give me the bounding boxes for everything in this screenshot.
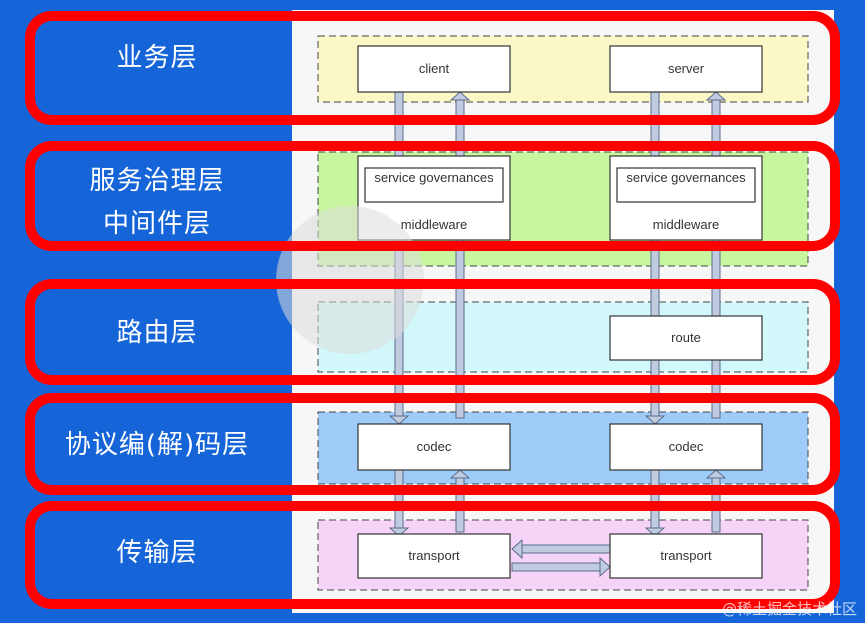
- frame-codec: [25, 393, 840, 495]
- left-middleware-label: middleware: [400, 217, 468, 232]
- governance-layer-label: 服务治理层: [89, 166, 225, 196]
- transport-layer-label: 传输层: [116, 538, 198, 568]
- business-layer-label: 业务层: [116, 43, 198, 73]
- server-box: [609, 45, 763, 93]
- middleware-layer-label: 中间件层: [102, 209, 211, 239]
- right-codec-label: codec: [668, 439, 704, 454]
- watermark: @稀土掘金技术社区: [721, 600, 857, 618]
- left-transport-box: [357, 533, 511, 579]
- left-codec-label: codec: [416, 439, 452, 454]
- left-codec-box: [357, 423, 511, 471]
- right-middleware-label: middleware: [652, 217, 720, 232]
- frame-transport: [25, 501, 840, 609]
- left-service-governances-box: [364, 167, 504, 203]
- server-label: server: [667, 61, 705, 76]
- right-transport-label: transport: [660, 548, 712, 563]
- route-label: route: [671, 330, 701, 345]
- transport-arrows: [511, 538, 611, 578]
- right-service-governances-label: service governances: [626, 170, 746, 185]
- right-column-arrows: [644, 91, 727, 537]
- frame-business: [25, 11, 840, 125]
- frame-routing: [25, 279, 840, 385]
- route-box: [609, 315, 763, 361]
- highlight-frames: [25, 11, 840, 609]
- frame-governance: [25, 141, 840, 251]
- left-service-governances-label: service governances: [374, 170, 494, 185]
- right-transport-box: [609, 533, 763, 579]
- client-label: client: [418, 61, 450, 76]
- right-service-governances-box: [616, 167, 756, 203]
- right-codec-box: [609, 423, 763, 471]
- left-transport-label: transport: [408, 548, 460, 563]
- codec-layer-label: 协议编(解)码层: [64, 430, 250, 460]
- client-box: [357, 45, 511, 93]
- routing-layer-label: 路由层: [116, 318, 198, 348]
